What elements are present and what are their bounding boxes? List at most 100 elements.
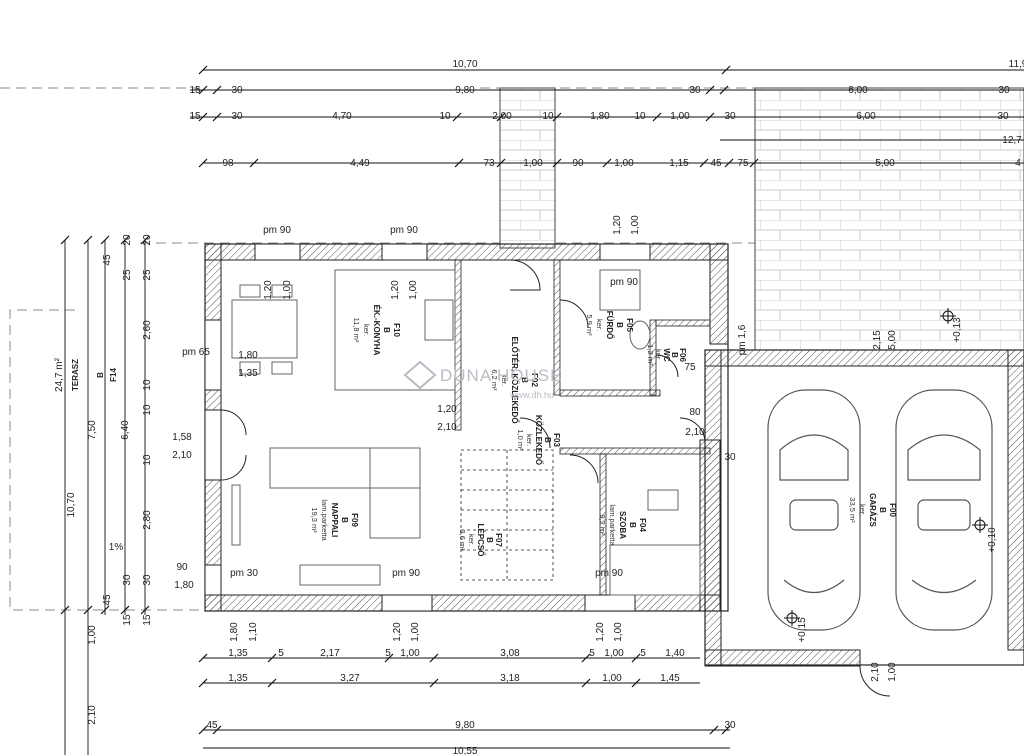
svg-text:F10: F10 [392, 323, 401, 337]
svg-text:33,5 m²: 33,5 m² [848, 497, 857, 523]
dim-210: 2,10 [437, 422, 457, 433]
window-label-2: pm 90 [390, 225, 418, 236]
dim-w5-b: 1,00 [410, 622, 421, 642]
dim-w3-a: 1,20 [612, 215, 623, 235]
svg-text:KÖZLEKEDŐ: KÖZLEKEDŐ [534, 415, 543, 465]
dim-w1-a: 1,20 [263, 280, 274, 300]
dim-r4-2: 73 [483, 158, 495, 169]
svg-text:F07: F07 [494, 533, 503, 547]
svg-text:3,6 m²: 3,6 m² [458, 529, 467, 551]
dim-120: 1,20 [437, 404, 457, 415]
svg-text:ker.: ker. [500, 374, 509, 386]
dim-r2-0: 15 [189, 85, 201, 96]
svg-text:GARÁZS: GARÁZS [868, 493, 877, 527]
dim-b2-2: 3,18 [500, 673, 520, 684]
dim-r2-5: 30 [998, 85, 1010, 96]
dim-l-s3: 25 [122, 269, 133, 281]
dim-r3-2: 4,70 [332, 111, 352, 122]
dim-l-s0: 20 [122, 234, 133, 246]
svg-text:ker.: ker. [362, 324, 371, 336]
dim-top-total-right: 11,9 [1009, 59, 1024, 70]
dim-r3-5: 10 [542, 111, 554, 122]
room-label-corridor: F03 B KÖZLEKEDŐ ker. 1,0 m² [516, 415, 561, 465]
staircase [460, 449, 554, 581]
dim-r4-7: 45 [710, 158, 722, 169]
svg-text:ker.: ker. [858, 504, 867, 516]
svg-text:F05: F05 [625, 318, 634, 332]
dim-b1-7: 1,00 [604, 648, 624, 659]
dim-b4: 10,55 [452, 746, 477, 755]
dim-l-10-70: 10,70 [66, 492, 77, 517]
dim-w1-b: 1,00 [282, 280, 293, 300]
dim-500: 5,00 [887, 330, 898, 350]
dim-l-s7: 10 [142, 454, 153, 466]
dim-l-s1: 20 [142, 234, 153, 246]
svg-text:NAPPALI: NAPPALI [330, 503, 339, 538]
dim-r4-6: 1,15 [669, 158, 689, 169]
dim-80: 80 [689, 407, 701, 418]
terrace-code: F14 [109, 368, 118, 382]
svg-text:B: B [520, 377, 529, 383]
dim-135: 1,35 [238, 368, 258, 379]
dim-r3-3: 10 [439, 111, 451, 122]
dim-l-s2: 45 [102, 254, 113, 266]
svg-text:6,2 m²: 6,2 m² [490, 369, 499, 391]
dim-180: 1,80 [238, 350, 258, 361]
dim-b2-3: 1,00 [602, 673, 622, 684]
dim-l-s11: 15 [122, 614, 133, 626]
dim-l-2-80: 2,80 [142, 510, 153, 530]
svg-text:ker.: ker. [525, 434, 534, 446]
dim-30: 30 [724, 452, 736, 463]
dim-l-s10: 45 [102, 594, 113, 606]
window-label-5: pm 90 [392, 568, 420, 579]
room-label-stairs: F07 B LÉPCSŐ ker. 3,6 m² [458, 524, 503, 557]
room-label-kitchen: F10 B ÉK.-KONYHA ker. 11,8 m² [352, 305, 401, 356]
level-marker-icons [784, 308, 988, 626]
dim-b3-1: 9,80 [455, 720, 475, 731]
car-left [767, 389, 861, 631]
dim-215: 2,15 [872, 330, 883, 350]
dim-l-s4: 25 [142, 269, 153, 281]
dim-210b: 2,10 [172, 450, 192, 461]
dim-l-s9: 30 [142, 574, 153, 586]
dim-b1-0: 1,35 [228, 648, 248, 659]
dim-b2-4: 1,45 [660, 673, 680, 684]
svg-text:FÜRDŐ: FÜRDŐ [605, 311, 614, 339]
dim-75: 75 [684, 362, 696, 373]
svg-text:19,3 m²: 19,3 m² [310, 507, 319, 533]
dim-r2-1: 30 [231, 85, 243, 96]
paving-driveway [754, 87, 1024, 351]
svg-text:9,2 m²: 9,2 m² [598, 514, 607, 536]
window-label-4: pm 65 [182, 347, 210, 358]
room-label-bathroom: F05 B FÜRDŐ ker. 5,9 m² [585, 311, 634, 339]
dim-r3b: 12,7 [1002, 135, 1022, 146]
svg-text:B: B [670, 352, 679, 358]
svg-text:11,8 m²: 11,8 m² [352, 318, 361, 343]
dim-b3-2: 30 [724, 720, 736, 731]
dim-b1-9: 1,40 [665, 648, 685, 659]
svg-text:1,0 m²: 1,0 m² [516, 429, 525, 451]
watermark-url: www.dh.hu [509, 390, 554, 400]
dim-b1-3: 5 [385, 648, 391, 659]
svg-text:B: B [628, 522, 637, 528]
dim-b1-1: 5 [278, 648, 284, 659]
svg-text:ÉK.-KONYHA: ÉK.-KONYHA [372, 305, 381, 356]
dim-l-2-60: 2,60 [142, 320, 153, 340]
dim-r4-9: 5,00 [875, 158, 895, 169]
svg-text:ker.: ker. [467, 534, 476, 546]
dim-r3-10: 6,00 [856, 111, 876, 122]
svg-text:LÉPCSŐ: LÉPCSŐ [476, 524, 485, 557]
car-right [895, 389, 993, 631]
svg-text:F06: F06 [678, 348, 687, 362]
dim-r3-8: 1,00 [670, 111, 690, 122]
svg-text:B: B [340, 517, 349, 523]
dim-b1-8: 5 [640, 648, 646, 659]
dimension-ticks [60, 65, 759, 735]
svg-text:ker.: ker. [654, 349, 663, 361]
dim-r3-1: 30 [231, 111, 243, 122]
svg-text:lam.parketta: lam.parketta [320, 499, 329, 541]
dim-b1-4: 1,00 [400, 648, 420, 659]
dim-w6-b: 1,00 [613, 622, 624, 642]
dim-r4-0: 98 [222, 158, 234, 169]
